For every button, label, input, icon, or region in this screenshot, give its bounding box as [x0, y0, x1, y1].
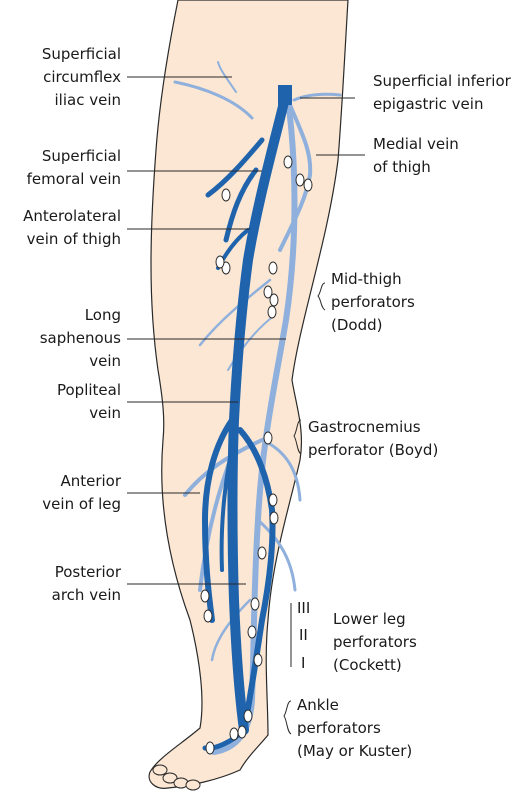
label-popliteal-vein: Popliteal vein [57, 379, 121, 425]
label-posterior-arch-vein: Posterior arch vein [52, 561, 121, 607]
roman-numeral-ii: II [299, 626, 308, 644]
label-long-saphenous-vein: Long saphenous vein [40, 304, 121, 373]
roman-numeral-iii: III [297, 599, 310, 617]
label-superficial-inferior-epigastric-vein: Superficial inferior epigastric vein [373, 70, 511, 116]
label-ankle-perforators: Ankle perforators (May or Kuster) [297, 694, 412, 763]
label-superficial-femoral-vein: Superficial femoral vein [27, 145, 121, 191]
label-medial-vein-of-thigh: Medial vein of thigh [373, 133, 459, 179]
label-lower-leg-perforators: Lower leg perforators (Cockett) [333, 608, 417, 677]
label-mid-thigh-perforators: Mid-thigh perforators (Dodd) [331, 268, 415, 337]
roman-numeral-i: I [301, 654, 305, 672]
leg-outline [149, 0, 348, 788]
label-superficial-circumflex-iliac-vein: Superficial circumflex iliac vein [42, 43, 121, 112]
label-gastrocnemius-perforator: Gastrocnemius perforator (Boyd) [308, 416, 438, 462]
label-anterolateral-vein-of-thigh: Anterolateral vein of thigh [23, 205, 121, 251]
label-anterior-vein-of-leg: Anterior vein of leg [42, 470, 121, 516]
